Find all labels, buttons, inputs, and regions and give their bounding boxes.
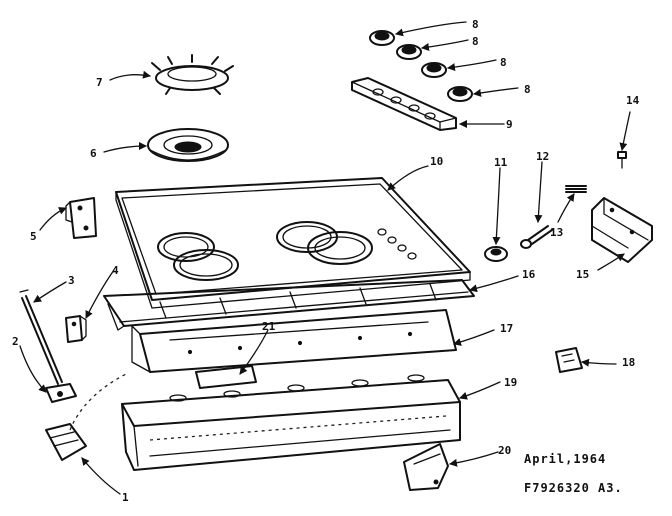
caption-part-number: F7926320 A3.: [524, 481, 623, 495]
callout-8-b: 8: [472, 35, 479, 48]
callout-labels: 1 2 3 4 5 6 7 8 8 8 8 9 10 11 12 13 14 1…: [12, 18, 640, 504]
callout-20: 20: [498, 444, 511, 457]
part-4-clip: [65, 315, 87, 343]
knob-1: [369, 30, 395, 46]
part-7-burner-spider: [151, 54, 234, 95]
caption-date: April,1964: [524, 452, 606, 466]
part-13-spring: [565, 185, 587, 193]
callout-17: 17: [500, 322, 513, 335]
part-6-burner-bowl: [147, 128, 229, 162]
part-17-burner-box: [131, 309, 457, 389]
callout-7: 7: [96, 76, 103, 89]
callout-14: 14: [626, 94, 640, 107]
part-9-control-panel: [351, 77, 457, 131]
callout-4: 4: [112, 264, 119, 277]
callout-8-a: 8: [472, 18, 479, 31]
knob-3: [421, 62, 447, 78]
callout-10: 10: [430, 155, 443, 168]
callout-16: 16: [522, 268, 536, 281]
callout-13: 13: [550, 226, 563, 239]
callout-1: 1: [122, 491, 129, 504]
part-14-bolt: [617, 151, 627, 169]
callout-11: 11: [494, 156, 508, 169]
part-1-connector: [45, 373, 127, 461]
callout-9: 9: [506, 118, 513, 131]
callout-8-c: 8: [500, 56, 507, 69]
callout-12: 12: [536, 150, 549, 163]
part-10-cooktop: [115, 177, 471, 309]
callout-21: 21: [262, 320, 276, 333]
leader-lines: [19, 21, 631, 495]
part-5-bracket: [65, 197, 97, 239]
callout-8-d: 8: [524, 83, 531, 96]
part-16-frame: [103, 279, 475, 331]
part-2-clip: [45, 383, 77, 403]
part-20-bracket: [403, 443, 449, 491]
part-8-knobs: [369, 30, 473, 102]
part-3-rod: [19, 289, 63, 385]
callout-18: 18: [622, 356, 635, 369]
callout-19: 19: [504, 376, 517, 389]
callout-6: 6: [90, 147, 97, 160]
knob-4: [447, 86, 473, 102]
part-19-base-pan: [121, 374, 461, 471]
part-15-hinge-bracket: [591, 197, 653, 263]
part-11-valve: [484, 246, 508, 262]
callout-5: 5: [30, 230, 37, 243]
part-18-clip: [555, 347, 583, 373]
callout-2: 2: [12, 335, 19, 348]
callout-3: 3: [68, 274, 75, 287]
callout-15: 15: [576, 268, 589, 281]
part-12-screw: [520, 225, 553, 249]
knob-2: [396, 44, 422, 60]
